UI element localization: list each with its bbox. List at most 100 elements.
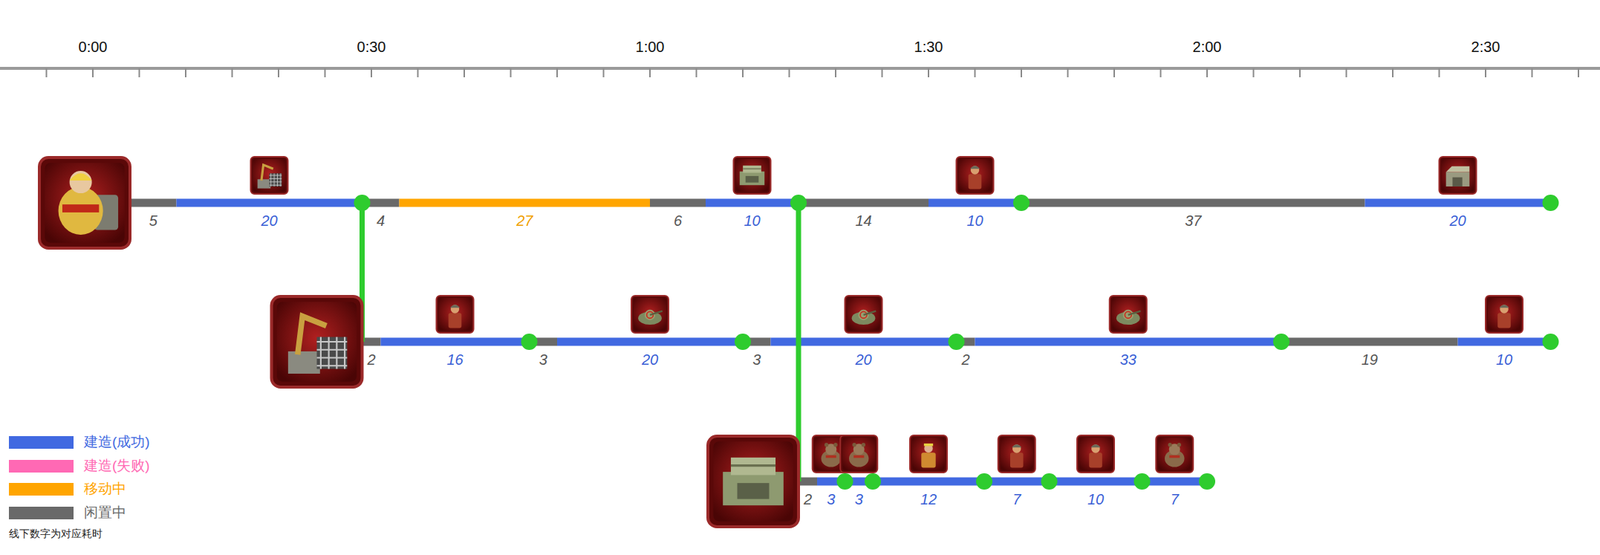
duration-label: 33: [1120, 352, 1137, 367]
segment-bar: [872, 477, 985, 486]
icon-part: [280, 173, 281, 187]
icon-part: [730, 464, 776, 467]
unit-icon: [436, 295, 474, 333]
icon-part: [1128, 311, 1141, 315]
complete-dot: [1013, 194, 1030, 211]
legend-swatch: [8, 436, 74, 449]
duration-label: 14: [854, 213, 872, 229]
duration-label: 19: [1361, 352, 1378, 367]
icon-frame: [251, 156, 289, 194]
icon-ground: [253, 158, 286, 192]
axis-tick: [834, 68, 837, 78]
icon-art: [1446, 166, 1471, 187]
duration-label: 10: [1496, 352, 1513, 367]
segment-bar: [1049, 477, 1143, 486]
icon-frame: [956, 156, 994, 194]
axis-tick: [1577, 68, 1580, 78]
icon-part: [317, 349, 348, 351]
unit-icon: [1439, 156, 1477, 194]
legend-label: 移动中: [83, 481, 127, 496]
duration-label: 3: [752, 352, 761, 367]
icon-ground: [277, 301, 357, 382]
complete-dot: [1134, 473, 1151, 490]
icon-art: [1010, 444, 1024, 468]
icon-part: [824, 442, 829, 447]
icon-ground: [958, 158, 992, 192]
icon-part: [317, 337, 348, 370]
icon-part: [851, 442, 856, 447]
axis-tick: [277, 68, 280, 78]
icon-frame: [707, 436, 799, 527]
icon-part: [335, 337, 338, 370]
icon-part: [1123, 309, 1134, 321]
icon-part: [277, 173, 278, 187]
icon-part: [1011, 444, 1022, 448]
segment-bar: [1142, 477, 1208, 486]
icon-art: [851, 309, 877, 325]
time-tick-label: 2:30: [1471, 39, 1501, 55]
axis-tick: [370, 68, 373, 78]
icon-frame: [271, 296, 363, 388]
icon-part: [269, 178, 283, 180]
icon-part: [269, 184, 283, 186]
icon-ground: [736, 158, 769, 192]
unit-icon-large: [271, 296, 363, 388]
legend-label: 闲置中: [83, 505, 127, 520]
segment-bar: [1021, 199, 1366, 208]
icon-part: [745, 176, 760, 183]
icon-art: [722, 457, 784, 506]
duration-label: 3: [539, 352, 548, 367]
axis-tick: [603, 68, 605, 78]
icon-part: [742, 168, 762, 170]
icon-part: [921, 452, 936, 468]
icon-part: [1177, 442, 1182, 447]
icon-art: [257, 164, 283, 189]
segment-bar: [362, 337, 382, 347]
axis-tick: [1067, 68, 1069, 78]
icon-part: [970, 165, 980, 174]
duration-label: 12: [920, 491, 937, 507]
complete-dot: [1542, 194, 1560, 211]
axis-tick: [788, 68, 791, 78]
unit-icon: [840, 435, 878, 473]
icon-ground: [44, 162, 125, 243]
icon-art: [448, 304, 463, 328]
segment-bar: [399, 199, 651, 208]
complete-dot: [1198, 473, 1216, 490]
icon-part: [1446, 172, 1471, 187]
icon-part: [317, 364, 348, 367]
axis-tick: [231, 68, 234, 78]
axis-tick: [1531, 68, 1534, 78]
icon-part: [1498, 304, 1509, 308]
icon-art: [968, 165, 982, 189]
axis-tick: [1160, 68, 1162, 78]
icon-part: [261, 164, 274, 181]
duration-label: 7: [1170, 491, 1179, 507]
duration-label: 16: [446, 352, 463, 367]
axis-tick: [46, 68, 48, 78]
complete-dot: [948, 333, 965, 350]
time-tick-label: 0:00: [78, 39, 108, 55]
axis-tick: [881, 68, 884, 78]
icon-part: [450, 304, 460, 308]
duration-label: 6: [673, 213, 682, 229]
icon-ground: [1000, 437, 1034, 471]
bars: [129, 202, 1551, 482]
icon-art: [638, 309, 663, 325]
icon-art: [1088, 444, 1103, 468]
icon-part: [857, 309, 869, 321]
icon-part: [274, 173, 275, 187]
icon-part: [270, 173, 272, 187]
complete-dot: [976, 473, 993, 490]
icon-ground: [842, 437, 876, 471]
icon-frame: [1439, 156, 1477, 194]
dots: [354, 194, 1560, 490]
duration-label: 3: [826, 491, 835, 507]
legend-swatch: [8, 506, 74, 520]
complete-dot: [837, 473, 854, 490]
axis-tick: [696, 68, 698, 78]
complete-dot: [1542, 333, 1560, 350]
icon-ground: [1111, 297, 1145, 331]
icon-ground: [1487, 297, 1521, 331]
